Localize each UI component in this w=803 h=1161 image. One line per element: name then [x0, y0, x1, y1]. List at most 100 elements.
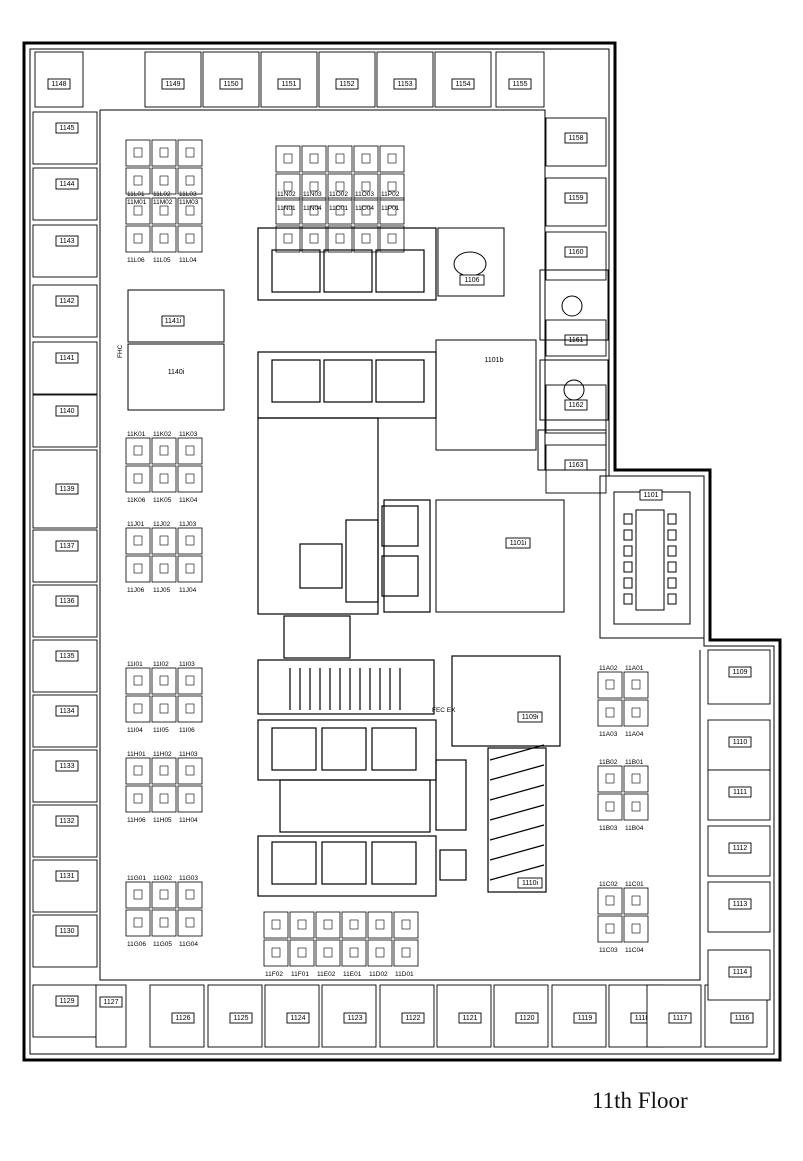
- room-1109i[interactable]: 1109i: [517, 711, 543, 723]
- workstation-cubicle[interactable]: [151, 225, 177, 253]
- office-1143[interactable]: 1143: [32, 224, 98, 278]
- workstation-cubicle[interactable]: [393, 939, 419, 967]
- office-1140[interactable]: 1140: [32, 394, 98, 448]
- workstation-cubicle[interactable]: [151, 785, 177, 813]
- room-1141i[interactable]: 1141i: [161, 315, 185, 327]
- office-1131[interactable]: 1131: [32, 859, 98, 913]
- workstation-cubicle[interactable]: [623, 671, 649, 699]
- workstation-cubicle[interactable]: [125, 785, 151, 813]
- office-1135[interactable]: 1135: [32, 639, 98, 693]
- workstation-cubicle[interactable]: [125, 437, 151, 465]
- workstation-cubicle[interactable]: [275, 197, 301, 225]
- workstation-cubicle[interactable]: [367, 939, 393, 967]
- workstation-cubicle[interactable]: [597, 765, 623, 793]
- workstation-cubicle[interactable]: [379, 225, 405, 253]
- workstation-cubicle[interactable]: [151, 167, 177, 195]
- workstation-cubicle[interactable]: [379, 173, 405, 201]
- office-1160[interactable]: 1160: [545, 231, 607, 281]
- workstation-cubicle[interactable]: [151, 465, 177, 493]
- workstation-cubicle[interactable]: [289, 911, 315, 939]
- office-1137[interactable]: 1137: [32, 529, 98, 583]
- workstation-cubicle[interactable]: [125, 695, 151, 723]
- office-1142[interactable]: 1142: [32, 284, 98, 338]
- office-1113[interactable]: 1113: [707, 881, 771, 933]
- office-1159[interactable]: 1159: [545, 177, 607, 227]
- workstation-cubicle[interactable]: [151, 527, 177, 555]
- office-1132[interactable]: 1132: [32, 804, 98, 858]
- workstation-cubicle[interactable]: [597, 793, 623, 821]
- office-1124[interactable]: 1124: [264, 984, 320, 1048]
- workstation-cubicle[interactable]: [125, 139, 151, 167]
- office-1110[interactable]: 1110: [707, 719, 771, 771]
- workstation-cubicle[interactable]: [367, 911, 393, 939]
- workstation-cubicle[interactable]: [125, 881, 151, 909]
- workstation-cubicle[interactable]: [151, 881, 177, 909]
- workstation-cubicle[interactable]: [177, 881, 203, 909]
- workstation-cubicle[interactable]: [177, 527, 203, 555]
- workstation-cubicle[interactable]: [623, 793, 649, 821]
- workstation-cubicle[interactable]: [151, 197, 177, 225]
- workstation-cubicle[interactable]: [597, 915, 623, 943]
- office-1114[interactable]: 1114: [707, 949, 771, 1001]
- workstation-cubicle[interactable]: [125, 225, 151, 253]
- room-1106[interactable]: 1106: [459, 274, 485, 286]
- workstation-cubicle[interactable]: [275, 145, 301, 173]
- workstation-cubicle[interactable]: [341, 911, 367, 939]
- workstation-cubicle[interactable]: [275, 173, 301, 201]
- workstation-cubicle[interactable]: [275, 225, 301, 253]
- office-1111[interactable]: 1111: [707, 769, 771, 821]
- workstation-cubicle[interactable]: [151, 667, 177, 695]
- office-1148[interactable]: 1148: [34, 51, 84, 108]
- workstation-cubicle[interactable]: [151, 139, 177, 167]
- workstation-cubicle[interactable]: [151, 437, 177, 465]
- workstation-cubicle[interactable]: [301, 173, 327, 201]
- workstation-cubicle[interactable]: [125, 465, 151, 493]
- workstation-cubicle[interactable]: [353, 145, 379, 173]
- office-1162[interactable]: 1162: [545, 384, 607, 434]
- room-1110i[interactable]: 1110i: [517, 877, 543, 889]
- workstation-cubicle[interactable]: [315, 911, 341, 939]
- workstation-cubicle[interactable]: [125, 197, 151, 225]
- workstation-cubicle[interactable]: [301, 145, 327, 173]
- workstation-cubicle[interactable]: [393, 911, 419, 939]
- office-1151[interactable]: 1151: [260, 51, 318, 108]
- workstation-cubicle[interactable]: [341, 939, 367, 967]
- room-1101i[interactable]: 1101i: [505, 537, 531, 549]
- workstation-cubicle[interactable]: [177, 909, 203, 937]
- workstation-cubicle[interactable]: [151, 757, 177, 785]
- office-1155[interactable]: 1155: [495, 51, 545, 108]
- office-1150[interactable]: 1150: [202, 51, 260, 108]
- office-1122[interactable]: 1122: [379, 984, 435, 1048]
- workstation-cubicle[interactable]: [623, 887, 649, 915]
- workstation-cubicle[interactable]: [597, 887, 623, 915]
- workstation-cubicle[interactable]: [379, 197, 405, 225]
- workstation-cubicle[interactable]: [379, 145, 405, 173]
- workstation-cubicle[interactable]: [263, 939, 289, 967]
- office-1152[interactable]: 1152: [318, 51, 376, 108]
- office-1154[interactable]: 1154: [434, 51, 492, 108]
- workstation-cubicle[interactable]: [125, 167, 151, 195]
- workstation-cubicle[interactable]: [289, 939, 315, 967]
- office-1121[interactable]: 1121: [436, 984, 492, 1048]
- room-1140i[interactable]: 1140i: [168, 369, 185, 376]
- office-1127[interactable]: 1127: [95, 984, 127, 1048]
- workstation-cubicle[interactable]: [125, 667, 151, 695]
- office-1129[interactable]: 1129: [32, 984, 98, 1038]
- workstation-cubicle[interactable]: [327, 197, 353, 225]
- office-1130[interactable]: 1130: [32, 914, 98, 968]
- office-1109[interactable]: 1109: [707, 649, 771, 705]
- workstation-cubicle[interactable]: [125, 527, 151, 555]
- office-1126[interactable]: 1126: [149, 984, 205, 1048]
- workstation-cubicle[interactable]: [177, 197, 203, 225]
- office-1163[interactable]: 1163: [545, 444, 607, 494]
- room-1101b[interactable]: 1101b: [485, 357, 504, 364]
- workstation-cubicle[interactable]: [177, 785, 203, 813]
- workstation-cubicle[interactable]: [125, 757, 151, 785]
- workstation-cubicle[interactable]: [177, 225, 203, 253]
- office-1117[interactable]: 1117: [646, 984, 702, 1048]
- room-1101[interactable]: 1101: [639, 489, 663, 501]
- office-1125[interactable]: 1125: [207, 984, 263, 1048]
- office-1144[interactable]: 1144: [32, 167, 98, 221]
- workstation-cubicle[interactable]: [301, 225, 327, 253]
- workstation-cubicle[interactable]: [315, 939, 341, 967]
